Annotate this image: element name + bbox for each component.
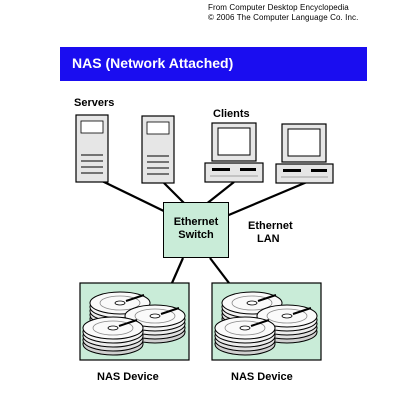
link-server1-switch — [101, 180, 173, 216]
servers-label: Servers — [74, 97, 115, 109]
desktop-computer-icon — [275, 123, 334, 184]
copyright-line: © 2006 The Computer Language Co. Inc. — [208, 13, 359, 22]
nas-device-icon — [79, 282, 190, 361]
switch-label-line2: Switch — [178, 229, 214, 241]
connection-lines — [101, 180, 308, 284]
lan-label-line1: Ethernet — [248, 220, 293, 232]
diagram-title: NAS (Network Attached) — [72, 55, 234, 71]
ethernet-switch: Ethernet Switch — [163, 202, 229, 258]
credit-line: From Computer Desktop Encyclopedia — [208, 3, 349, 12]
switch-label-line1: Ethernet — [173, 216, 219, 228]
nas-device-label: NAS Device — [97, 371, 159, 383]
link-switch-nas1 — [170, 257, 185, 284]
nas-device-icon — [211, 282, 322, 361]
server-icon — [141, 115, 175, 184]
clients-label: Clients — [213, 108, 250, 120]
nas-device-label: NAS Device — [231, 371, 293, 383]
link-server2-switch — [163, 182, 187, 206]
link-switch-nas2 — [209, 257, 230, 284]
link-client1-switch — [204, 181, 235, 206]
lan-label-line2: LAN — [257, 233, 280, 245]
server-icon — [75, 114, 109, 183]
desktop-computer-icon — [204, 122, 264, 183]
link-client2-switch — [223, 180, 308, 219]
title-banner: NAS (Network Attached) — [60, 47, 367, 81]
